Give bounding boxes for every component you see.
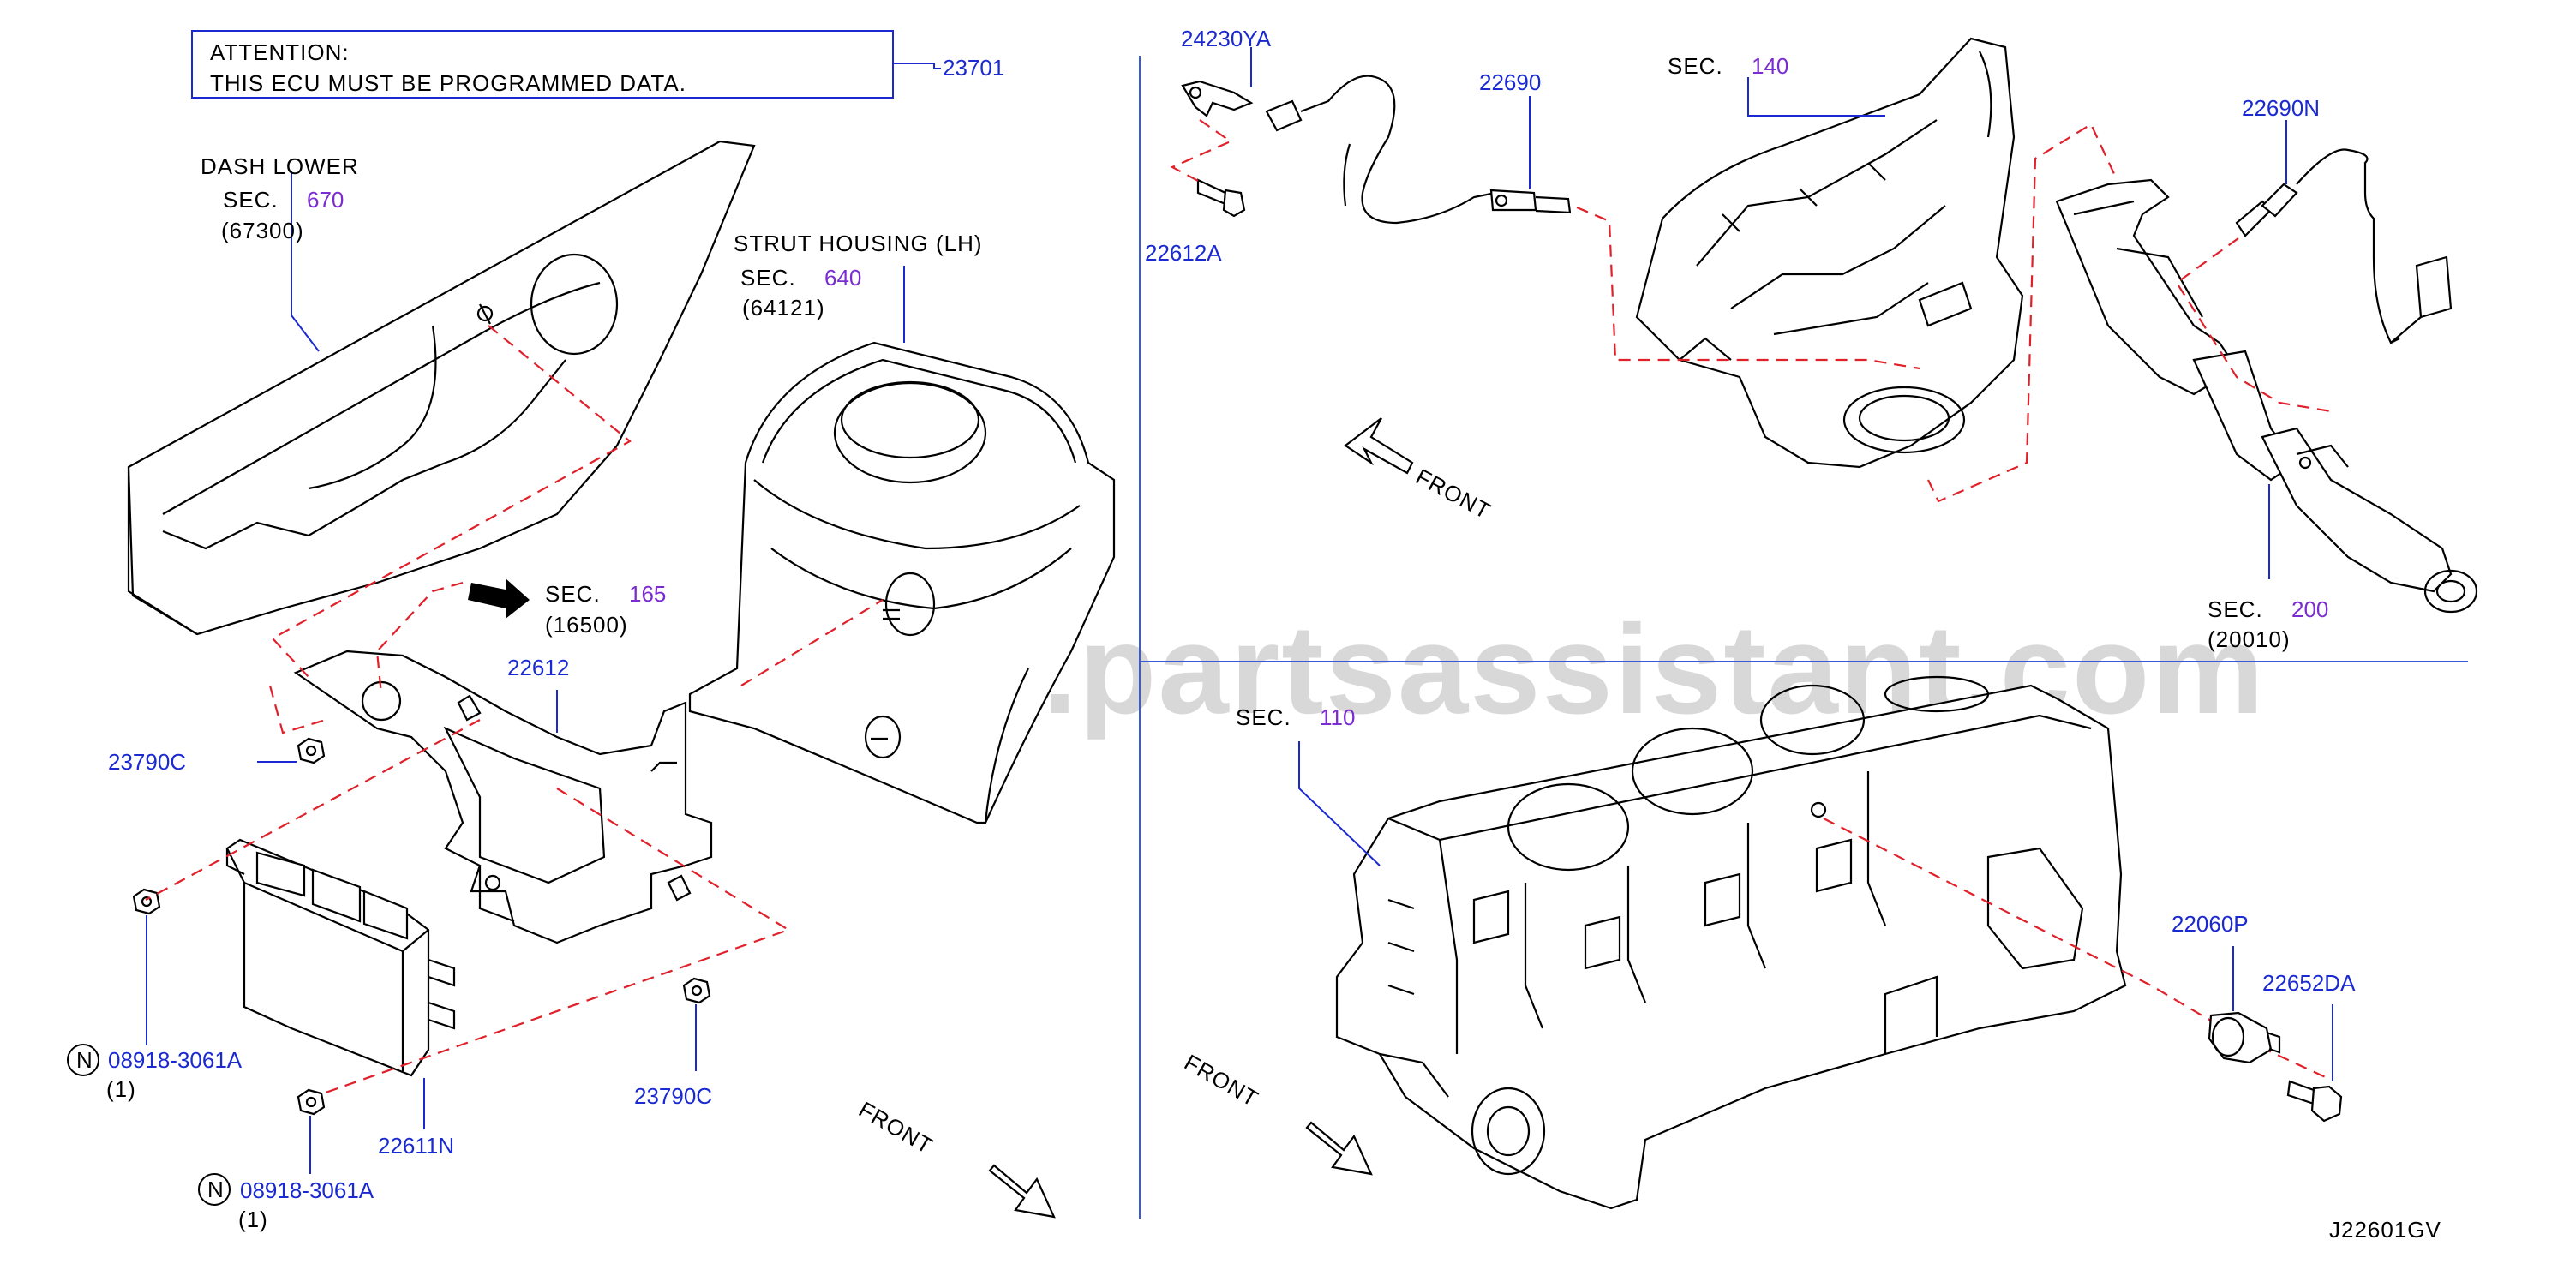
n-marker-lower: N (198, 1173, 231, 1206)
nut-23790C-left (297, 737, 326, 764)
part-22690N-label[interactable]: 22690N (2242, 95, 2320, 121)
strut-housing-sec-word: SEC. (740, 265, 796, 291)
sec110-sec-number[interactable]: 110 (1320, 704, 1355, 730)
part-22652DA-label[interactable]: 22652DA (2262, 970, 2356, 996)
dash-lower-sec-word: SEC. (223, 187, 279, 213)
part-08918-lower-label[interactable]: 08918-3061A (240, 1177, 374, 1203)
part-08918-upper-qty: (1) (106, 1076, 136, 1102)
part-24230YA-label[interactable]: 24230YA (1181, 26, 1272, 51)
dash-lower-sec-number[interactable]: 670 (307, 187, 344, 213)
strut-housing (688, 341, 1116, 824)
front-label-top: FRONT (1411, 464, 1495, 524)
strut-housing-name: STRUT HOUSING (LH) (734, 231, 983, 256)
sec200-sec-number[interactable]: 200 (2291, 596, 2328, 622)
oxygen-sensor-22690 (1265, 75, 1572, 225)
dash-lower-panel (127, 140, 756, 636)
ecu-unit (225, 838, 456, 1077)
diagram-id: J22601GV (2329, 1217, 2441, 1243)
engine-block (1335, 675, 2127, 1210)
bracket-24230YA (1181, 80, 1254, 117)
notice-line-1: ATTENTION: (210, 39, 350, 65)
part-22060P-label[interactable]: 22060P (2172, 911, 2249, 937)
oxygen-sensor-22690N (2235, 148, 2453, 344)
front-arrow-left (988, 1164, 1056, 1219)
part-23790C-right-label[interactable]: 23790C (634, 1083, 712, 1109)
part-22611N-label[interactable]: 22611N (378, 1133, 454, 1159)
part-22612A-label[interactable]: 22612A (1145, 240, 1222, 266)
part-08918-upper-label[interactable]: 08918-3061A (108, 1047, 243, 1073)
part-22612-label[interactable]: 22612 (507, 655, 569, 680)
svg-text:N: N (76, 1047, 93, 1073)
bolt-08918-lower (297, 1088, 326, 1116)
sec140-sec-number[interactable]: 140 (1752, 53, 1788, 79)
svg-text:N: N (207, 1177, 225, 1202)
front-label-left: FRONT (854, 1096, 938, 1159)
dash-lower-code: (67300) (221, 218, 304, 243)
part-23701-label[interactable]: 23701 (943, 55, 1004, 81)
nut-23790C-right (682, 977, 711, 1004)
bolt-22612A (1196, 178, 1246, 218)
catalytic-converter (2055, 178, 2478, 614)
sec165-sec-number[interactable]: 165 (629, 581, 666, 607)
sec165-sec-word: SEC. (545, 581, 601, 607)
bolt-08918-upper (132, 888, 161, 915)
left-dashed-callouts (145, 325, 884, 1094)
n-marker-upper: N (67, 1044, 99, 1076)
exhaust-manifold (1635, 37, 2024, 469)
knock-sensor-22060P (2208, 1011, 2281, 1064)
sec140-sec-word: SEC. (1668, 53, 1723, 79)
sec-165-arrow (468, 578, 530, 619)
sec165-code: (16500) (545, 612, 628, 638)
strut-housing-code: (64121) (742, 295, 825, 320)
sec110-sec-word: SEC. (1236, 704, 1291, 730)
front-arrow-top (1344, 417, 1414, 475)
sec200-sec-word: SEC. (2208, 596, 2263, 622)
dash-lower-name: DASH LOWER (201, 153, 359, 179)
ecu-bracket (293, 650, 713, 944)
strut-housing-sec-number[interactable]: 640 (824, 265, 861, 291)
part-22690-label[interactable]: 22690 (1479, 69, 1541, 95)
notice-line-2: THIS ECU MUST BE PROGRAMMED DATA. (210, 70, 686, 96)
front-label-right: FRONT (1180, 1049, 1263, 1111)
sec200-code: (20010) (2208, 626, 2291, 652)
part-23790C-left-label[interactable]: 23790C (108, 749, 186, 775)
part-08918-lower-qty: (1) (238, 1207, 268, 1232)
front-arrow-right (1305, 1121, 1373, 1176)
attention-notice: ATTENTION: THIS ECU MUST BE PROGRAMMED D… (191, 30, 941, 99)
bolt-22652DA (2286, 1080, 2343, 1123)
